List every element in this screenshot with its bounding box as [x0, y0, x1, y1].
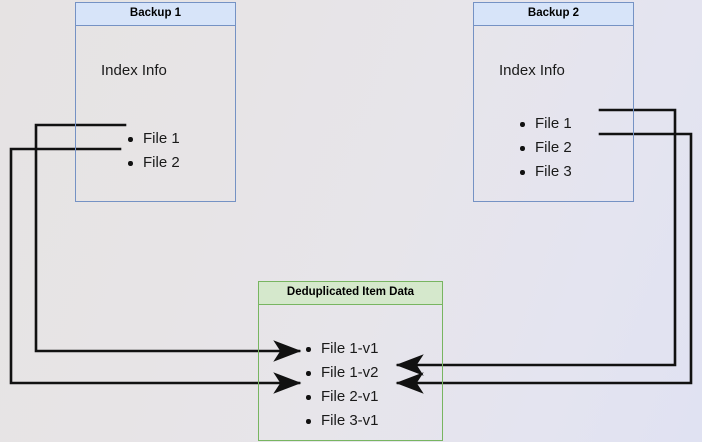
node-backup-2-body: Index Info File 1 File 2 File 3	[474, 26, 633, 201]
backup-2-file-item[interactable]: File 2	[518, 136, 572, 160]
backup-1-file-item[interactable]: File 1	[126, 127, 180, 151]
node-dedup-title: Deduplicated Item Data	[259, 282, 442, 305]
dedup-file-item[interactable]: File 1-v1	[304, 337, 379, 361]
backup-1-index-info-label: Index Info	[101, 62, 167, 79]
backup-2-file-list: File 1 File 2 File 3	[518, 112, 572, 184]
backup-1-file-list: File 1 File 2	[126, 127, 180, 175]
node-backup-1-body: Index Info File 1 File 2	[76, 26, 235, 201]
node-backup-2-title: Backup 2	[474, 3, 633, 26]
node-deduplicated-item-data[interactable]: Deduplicated Item Data File 1-v1 File 1-…	[258, 281, 443, 441]
node-backup-1[interactable]: Backup 1 Index Info File 1 File 2	[75, 2, 236, 202]
backup-2-file-item[interactable]: File 1	[518, 112, 572, 136]
node-backup-2[interactable]: Backup 2 Index Info File 1 File 2 File 3	[473, 2, 634, 202]
dedup-file-item[interactable]: File 1-v2	[304, 361, 379, 385]
node-dedup-body: File 1-v1 File 1-v2 File 2-v1 File 3-v1	[259, 305, 442, 440]
backup-2-index-info-label: Index Info	[499, 62, 565, 79]
backup-1-file-item[interactable]: File 2	[126, 151, 180, 175]
dedup-file-list: File 1-v1 File 1-v2 File 2-v1 File 3-v1	[304, 337, 379, 433]
dedup-file-item[interactable]: File 2-v1	[304, 385, 379, 409]
dedup-file-item[interactable]: File 3-v1	[304, 409, 379, 433]
backup-2-file-item[interactable]: File 3	[518, 160, 572, 184]
node-backup-1-title: Backup 1	[76, 3, 235, 26]
